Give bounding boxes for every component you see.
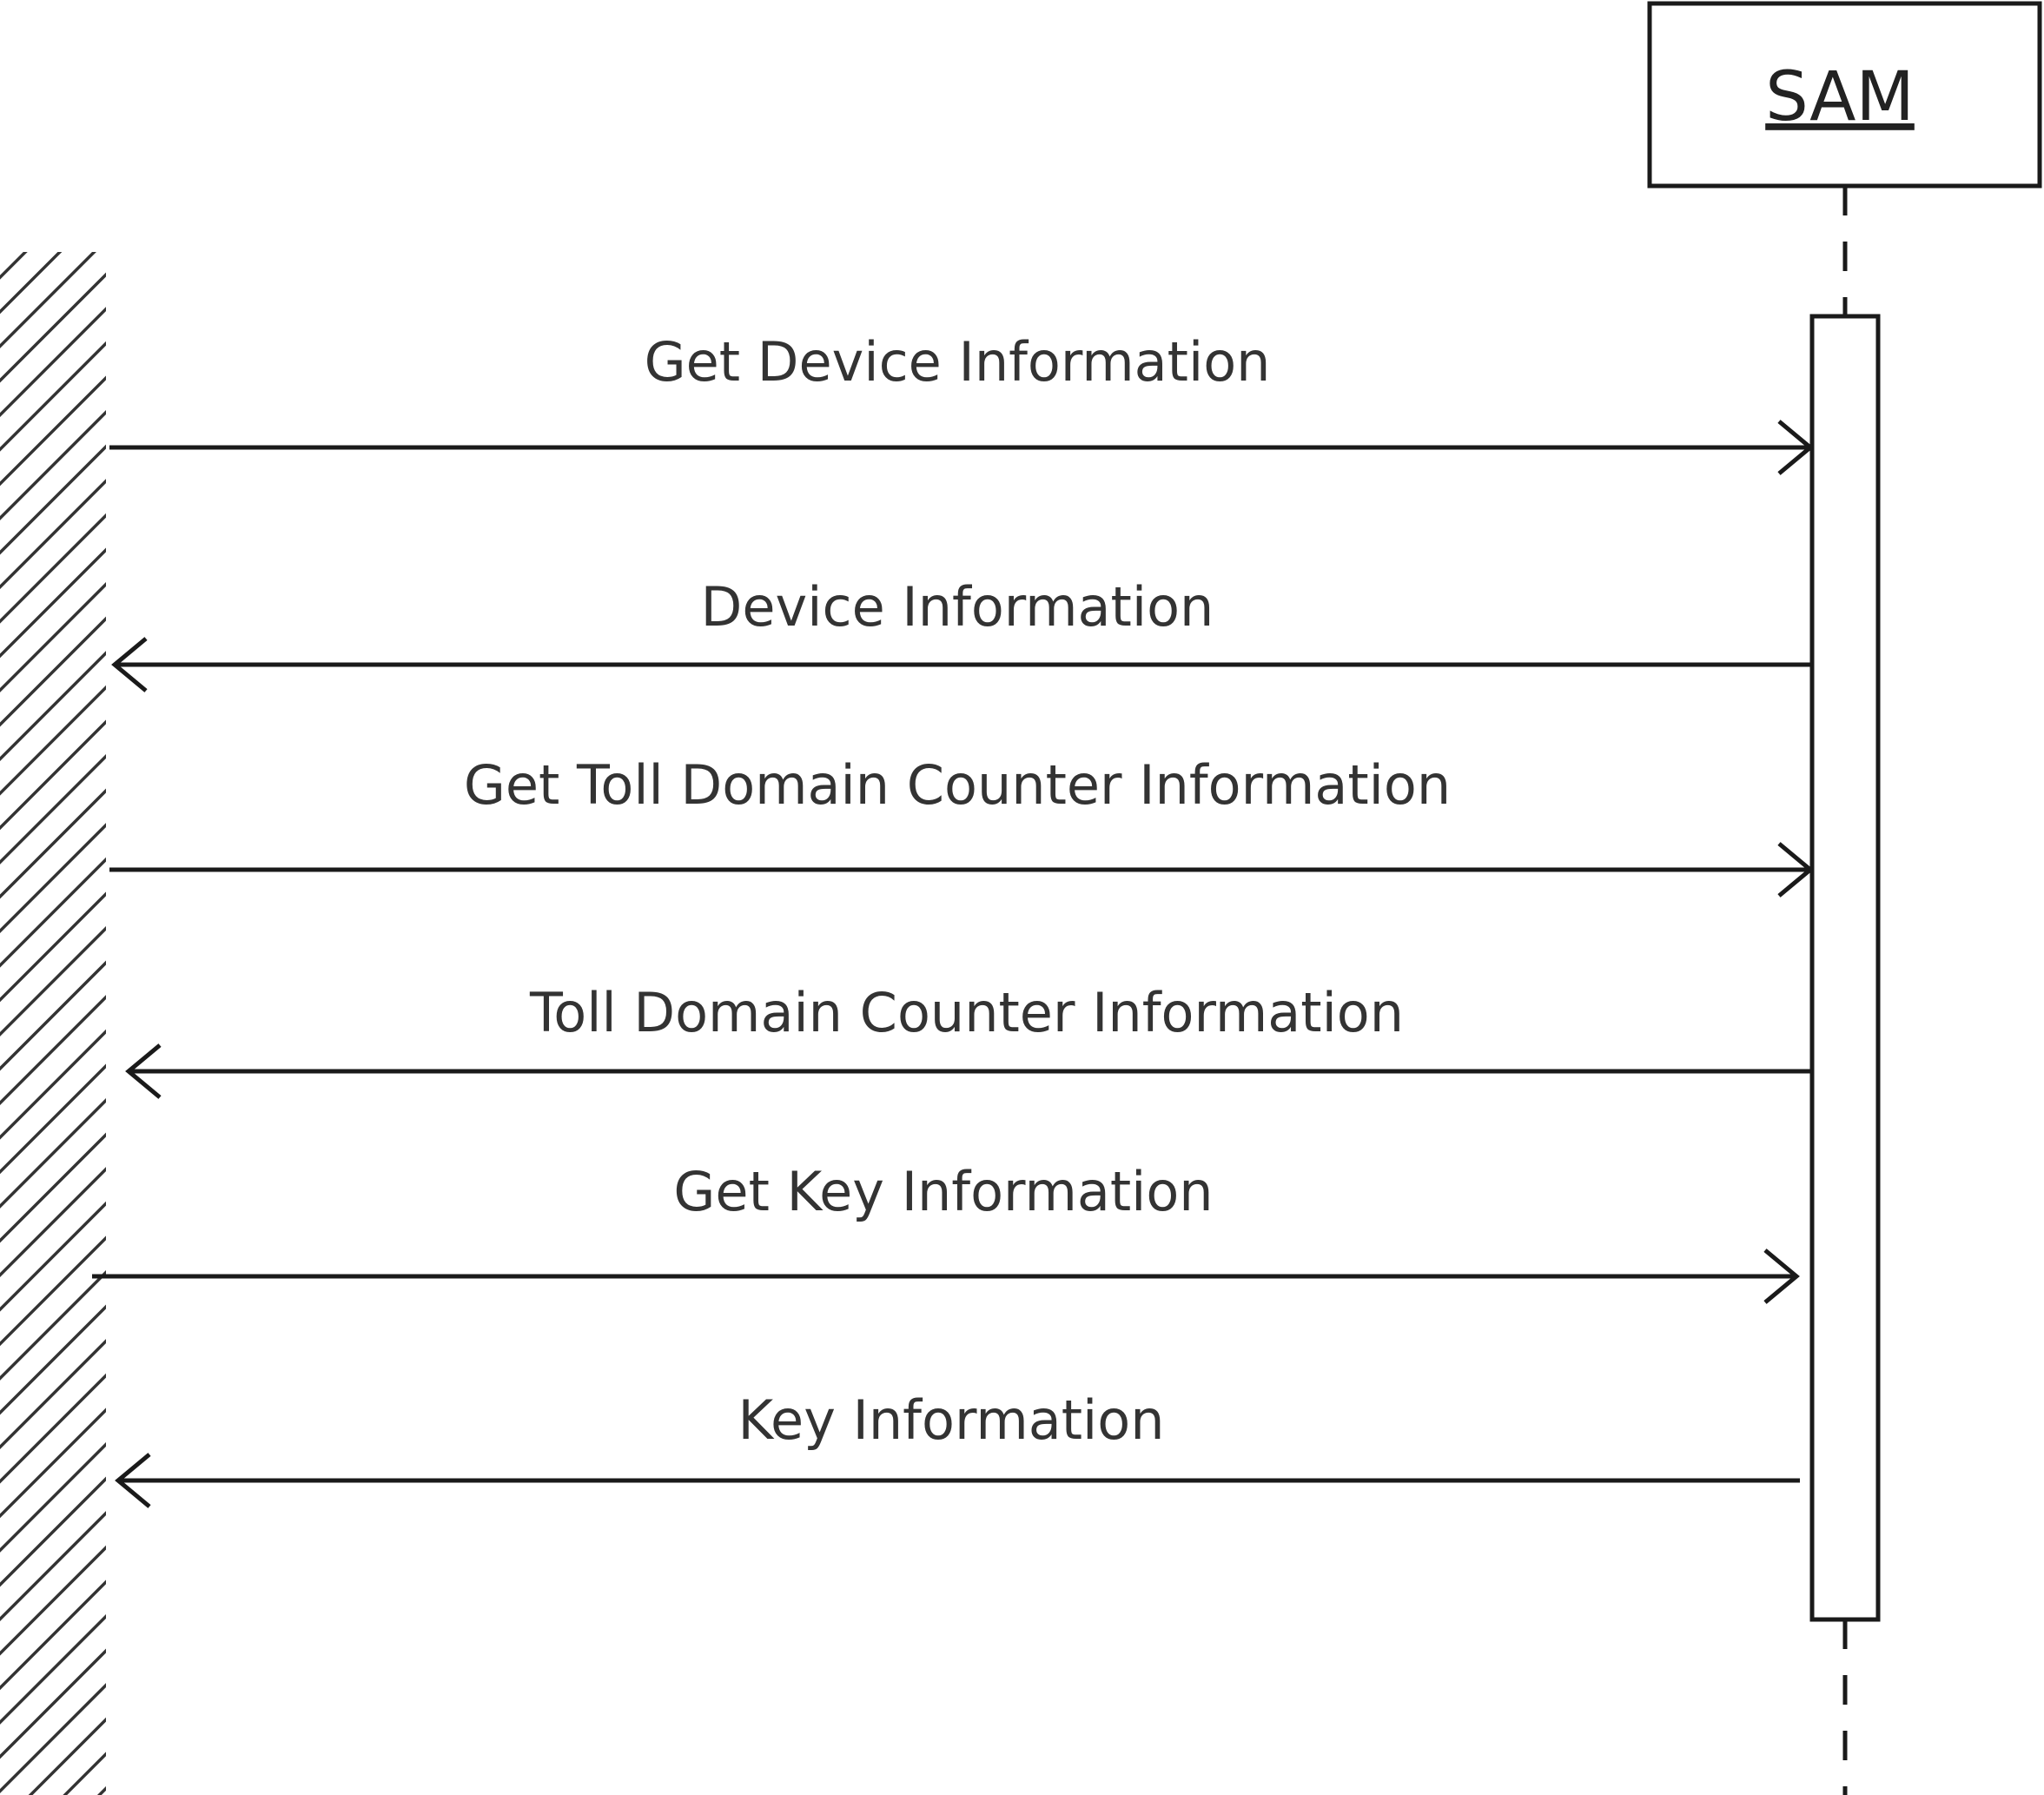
activation-bar xyxy=(1809,314,1881,1622)
message-5: Get Key Information xyxy=(92,1160,1800,1304)
message-label: Device Information xyxy=(701,575,1214,639)
message-1: Get Device Information xyxy=(109,330,1814,475)
message-6: Key Information xyxy=(115,1388,1800,1508)
message-2: Device Information xyxy=(111,575,1812,692)
participant-name: SAM xyxy=(1765,58,1915,136)
arrowhead-left-icon xyxy=(125,1043,162,1099)
message-4: Toll Domain Counter Information xyxy=(125,981,1812,1099)
arrowhead-left-icon xyxy=(115,1453,151,1508)
arrowhead-left-icon xyxy=(111,637,148,692)
message-label: Get Key Information xyxy=(673,1160,1213,1223)
arrowhead-right-icon xyxy=(1763,1249,1800,1304)
arrowhead-right-icon xyxy=(1777,842,1814,898)
message-label: Get Device Information xyxy=(645,330,1271,394)
environment-boundary xyxy=(0,252,106,1795)
arrowhead-right-icon xyxy=(1777,420,1814,475)
participant-box-sam xyxy=(1647,1,2042,189)
message-label: Get Toll Domain Counter Information xyxy=(464,753,1451,817)
message-3: Get Toll Domain Counter Information xyxy=(109,753,1814,898)
message-label: Key Information xyxy=(738,1388,1164,1452)
message-label: Toll Domain Counter Information xyxy=(529,981,1404,1044)
